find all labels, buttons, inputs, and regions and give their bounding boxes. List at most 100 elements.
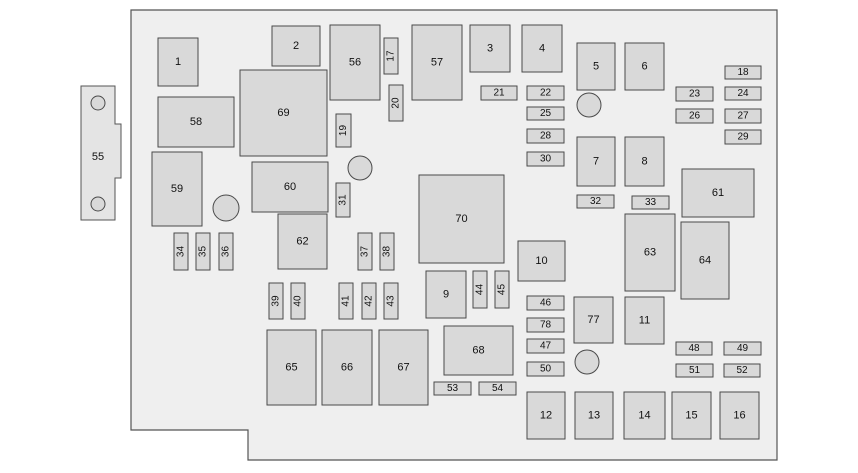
component-label: 67	[397, 362, 409, 374]
relay-77: 77	[573, 296, 614, 344]
component-label: 23	[689, 89, 701, 100]
component-label: 63	[644, 247, 656, 259]
fuse-44: 44	[472, 270, 488, 309]
component-label: 42	[364, 295, 375, 307]
component-label: 13	[588, 410, 600, 422]
component-label: 37	[360, 246, 371, 258]
component-label: 38	[382, 246, 393, 258]
fuse-34: 34	[173, 232, 189, 271]
fuse-18: 18	[724, 65, 762, 80]
mounting-hole	[347, 155, 373, 181]
mounting-hole	[212, 194, 240, 222]
component-label: 3	[487, 43, 493, 55]
component-label: 32	[590, 196, 602, 207]
component-label: 2	[293, 40, 299, 52]
fuse-41: 41	[338, 282, 354, 320]
component-label: 54	[492, 383, 504, 394]
component-label: 51	[689, 365, 701, 376]
component-label: 49	[737, 343, 749, 354]
mounting-hole	[574, 349, 600, 375]
relay-58: 58	[157, 96, 235, 148]
component-label: 53	[447, 383, 459, 394]
component-label: 22	[540, 88, 552, 99]
component-label: 68	[472, 345, 484, 357]
relay-60: 60	[251, 161, 329, 213]
fuse-20: 20	[388, 84, 404, 122]
fuse-30: 30	[526, 151, 565, 167]
component-label: 21	[493, 88, 505, 99]
component-label: 52	[736, 365, 748, 376]
relay-1: 1	[157, 37, 199, 87]
relay-3: 3	[469, 24, 511, 73]
component-label: 28	[540, 131, 552, 142]
relay-6: 6	[624, 42, 665, 91]
fuse-37: 37	[357, 232, 373, 271]
fuse-49: 49	[723, 341, 762, 356]
fuse-52: 52	[723, 363, 761, 378]
component-label: 45	[497, 284, 508, 296]
fuse-38: 38	[379, 232, 395, 271]
component-label: 26	[689, 111, 701, 122]
component-label: 58	[190, 116, 202, 128]
fuse-35: 35	[195, 232, 211, 271]
component-label: 14	[638, 410, 650, 422]
relay-12: 12	[526, 391, 566, 440]
component-label: 34	[176, 246, 187, 258]
relay-70: 70	[418, 174, 505, 264]
relay-8: 8	[624, 136, 665, 187]
component-label: 35	[198, 246, 209, 258]
fuse-25: 25	[526, 106, 565, 121]
fuse-26: 26	[675, 108, 714, 124]
fuse-17: 17	[383, 37, 399, 75]
fuse-39: 39	[268, 282, 284, 320]
component-label: 70	[455, 213, 467, 225]
component-label: 77	[587, 314, 599, 326]
component-label: 17	[386, 50, 397, 62]
component-label: 40	[293, 295, 304, 307]
component-label: 12	[540, 410, 552, 422]
component-label: 36	[221, 246, 232, 258]
relay-11: 11	[624, 296, 665, 345]
component-label: 27	[737, 111, 749, 122]
fuse-29: 29	[724, 129, 762, 145]
component-label: 78	[540, 320, 552, 331]
fuse-42: 42	[361, 282, 377, 320]
component-label: 10	[535, 255, 547, 267]
fuse-53: 53	[433, 381, 472, 396]
component-label: 16	[733, 410, 745, 422]
relay-66: 66	[321, 329, 373, 406]
relay-62: 62	[277, 213, 328, 270]
relay-4: 4	[521, 24, 563, 73]
component-label: 48	[688, 343, 700, 354]
component-label: 43	[386, 295, 397, 307]
component-label: 57	[431, 57, 443, 69]
component-label: 18	[737, 67, 749, 78]
component-label: 41	[341, 295, 352, 307]
fuse-45: 45	[494, 270, 510, 309]
component-label: 33	[645, 197, 657, 208]
component-label: 39	[271, 295, 282, 307]
relay-14: 14	[623, 391, 666, 440]
relay-69: 69	[239, 69, 328, 157]
relay-2: 2	[271, 25, 321, 67]
fuse-51: 51	[675, 363, 714, 378]
relay-56: 56	[329, 24, 381, 101]
relay-65: 65	[266, 329, 317, 406]
component-label: 50	[540, 364, 552, 375]
fuse-54: 54	[478, 381, 517, 396]
component-label: 56	[349, 57, 361, 69]
fuse-32: 32	[576, 194, 615, 209]
component-label: 59	[171, 183, 183, 195]
fuse-31: 31	[335, 182, 351, 218]
mega-fuse-55: 55	[80, 85, 122, 221]
fuse-43: 43	[383, 282, 399, 320]
component-label: 9	[443, 289, 449, 301]
component-label: 5	[593, 61, 599, 73]
fuse-40: 40	[290, 282, 306, 320]
fuse-23: 23	[675, 86, 714, 102]
component-label: 44	[475, 284, 486, 296]
relay-5: 5	[576, 42, 616, 91]
relay-9: 9	[425, 270, 467, 319]
